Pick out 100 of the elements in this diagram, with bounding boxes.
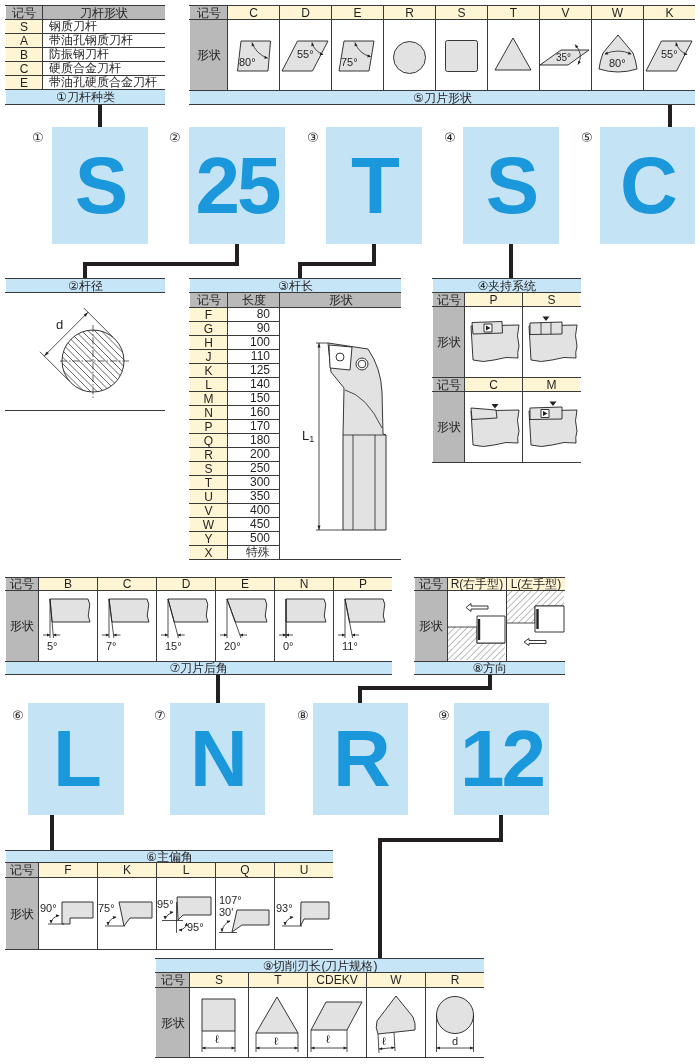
code-letter: L — [190, 378, 227, 391]
step-number: ③ — [307, 131, 319, 146]
table-caption: ①刀杆种类 — [6, 90, 165, 104]
spec-table — [414, 577, 565, 675]
designation-code: S — [463, 127, 559, 244]
length-value: 特殊 — [246, 545, 270, 560]
code-header: B — [39, 578, 97, 590]
code-header: CDEKV — [308, 973, 366, 987]
row-header: 形状 — [433, 307, 464, 377]
code-header: E — [332, 6, 383, 19]
code-header: R(右手型) — [448, 578, 506, 590]
row-header: 形状 — [190, 20, 227, 90]
angle-label: 75° — [98, 902, 115, 915]
row-header: 形状 — [156, 988, 189, 1057]
code-header: C — [228, 6, 279, 19]
table-caption: ③杆长 — [190, 279, 401, 292]
code-header: D — [280, 6, 331, 19]
angle-label: 11° — [342, 639, 358, 652]
column-header: 记号 — [415, 578, 447, 590]
designation-code: S — [52, 127, 148, 244]
connector-line — [50, 815, 54, 850]
column-header: 记号 — [190, 6, 227, 19]
length-value: 160 — [249, 405, 270, 420]
code-letter: T — [190, 476, 227, 489]
code-header: M — [523, 378, 580, 391]
angle-label: 15° — [165, 639, 182, 652]
code-letter: S — [6, 20, 42, 33]
code-header: T — [488, 6, 539, 19]
code-header: E — [216, 578, 274, 590]
dimension-label: d — [452, 1035, 459, 1048]
angle-label: 35° — [556, 51, 572, 63]
angle-label: 75° — [341, 56, 358, 69]
code-letter: Y — [190, 532, 227, 545]
holder-type: 带油孔硬质合金刀杆 — [49, 75, 157, 90]
table-caption: ⑤刀片形状 — [190, 91, 695, 104]
length-value: 110 — [250, 349, 270, 364]
angle-label: 80° — [609, 57, 626, 70]
code-header: S — [523, 293, 580, 306]
table-caption: ⑨切削刃长(刀片规格) — [156, 959, 484, 972]
spec-table — [432, 278, 581, 463]
holder-type: 带油孔钢质刀杆 — [49, 33, 133, 48]
table-caption: ②杆径 — [6, 279, 165, 292]
angle-label: 90° — [40, 902, 57, 915]
code-letter: B — [6, 48, 42, 61]
code-header: K — [98, 863, 156, 877]
column-header: 形状 — [280, 293, 401, 307]
designation-code: L — [28, 703, 124, 815]
step-number: ⑤ — [581, 131, 593, 146]
column-header: 刀杆形状 — [43, 6, 165, 19]
step-number: ⑦ — [154, 709, 166, 724]
step-number: ① — [32, 131, 44, 146]
code-letter: S — [190, 462, 227, 475]
step-number: ② — [169, 131, 181, 146]
code-header: P — [465, 293, 522, 306]
code-header: L — [157, 863, 215, 877]
row-header: 形状 — [415, 591, 447, 661]
length-value: 125 — [249, 363, 270, 378]
spec-table — [5, 5, 165, 105]
length-value: 400 — [249, 503, 270, 518]
code-header: U — [275, 863, 333, 877]
holder-type: 钢质刀杆 — [49, 19, 97, 34]
angle-label: 20° — [224, 639, 241, 652]
holder-type: 硬质合金刀杆 — [49, 61, 121, 76]
code-header: T — [249, 973, 307, 987]
angle-label: 55° — [297, 48, 314, 61]
table-caption: ⑦刀片后角 — [6, 662, 392, 674]
code-header: S — [190, 973, 248, 987]
code-letter: E — [6, 76, 42, 89]
code-header: R — [384, 6, 435, 19]
connector-line — [216, 675, 220, 703]
designation-code: T — [326, 127, 422, 244]
dimension-label: ℓ — [215, 1033, 219, 1046]
table-caption: ④夹持系统 — [433, 279, 581, 292]
spec-table — [155, 958, 484, 1058]
length-value: 80 — [256, 307, 270, 322]
step-number: ⑧ — [297, 709, 309, 724]
step-number: ④ — [444, 131, 456, 146]
designation-code: 12 — [454, 703, 549, 815]
code-letter: N — [190, 406, 227, 419]
spec-table — [189, 5, 695, 105]
step-number: ⑥ — [12, 709, 24, 724]
length-value: 450 — [249, 517, 270, 532]
code-letter: W — [190, 518, 227, 531]
code-letter: V — [190, 504, 227, 517]
spec-table — [5, 850, 333, 950]
dimension-label: d — [56, 318, 64, 333]
angle-label: 93° — [276, 902, 293, 915]
code-letter: X — [190, 546, 227, 559]
connector-line — [98, 105, 102, 127]
code-letter: M — [190, 392, 227, 405]
angle-label: 0° — [283, 639, 294, 652]
angle-label: 95° — [187, 921, 204, 934]
connector-line — [298, 244, 376, 278]
length-value: 180 — [249, 433, 270, 448]
angle-label: 107° 30' — [219, 894, 243, 919]
code-header: V — [540, 6, 591, 19]
holder-type: 防振钢刀杆 — [49, 47, 109, 62]
dimension-label: ℓ — [274, 1034, 278, 1047]
code-header: L(左手型) — [507, 578, 565, 590]
dimension-label: L$_{1}$ — [302, 429, 315, 444]
